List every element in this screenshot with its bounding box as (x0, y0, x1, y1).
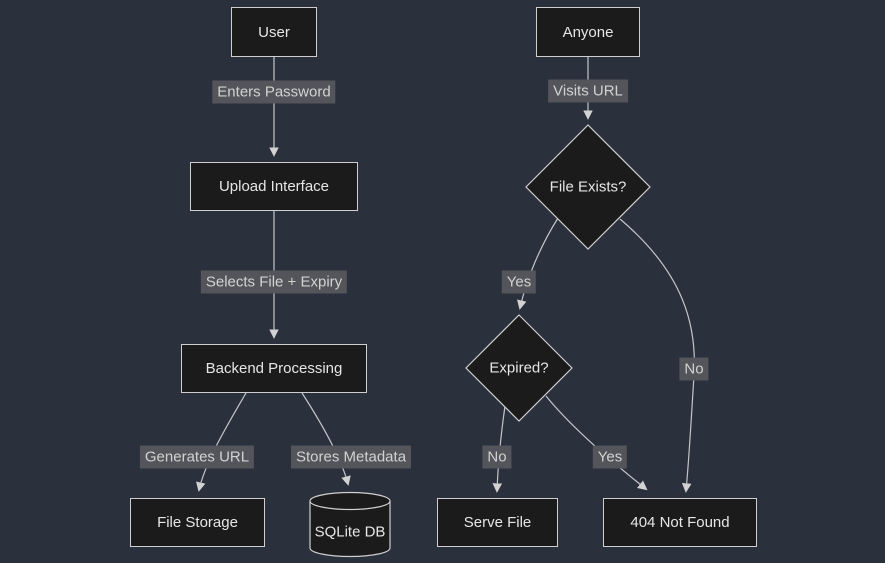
edge-label-expired-yes: Yes (592, 445, 628, 469)
edge-label-selects-file-expiry: Selects File + Expiry (200, 270, 348, 294)
node-upload-interface: Upload Interface (190, 162, 358, 211)
node-anyone: Anyone (536, 7, 640, 57)
cylinder-sqlite-db-top (309, 491, 391, 511)
cylinder-label-sqlite-db: SQLite DB (314, 523, 386, 541)
edge-label-generates-url: Generates URL (139, 445, 255, 469)
edge-backend-to-sqlite (301, 392, 351, 486)
diamond-label-expired: Expired? (489, 359, 549, 377)
diamond-file-exists (525, 124, 651, 250)
node-404-not-found: 404 Not Found (603, 498, 757, 547)
edge-label-file-exists-no: No (679, 357, 709, 381)
edge-backend-to-filestorage (196, 392, 247, 492)
edge-label-expired-no: No (482, 445, 512, 469)
cylinder-sqlite-db (309, 501, 391, 558)
node-backend-processing: Backend Processing (181, 344, 367, 393)
edge-fileexists-yes-to-expired (517, 217, 559, 310)
node-file-storage: File Storage (130, 498, 265, 547)
edge-label-visits-url: Visits URL (548, 79, 628, 103)
node-serve-file: Serve File (437, 498, 558, 547)
edge-fileexists-no-to-notfound (619, 218, 695, 493)
edge-label-enters-password: Enters Password (212, 80, 336, 104)
diamond-label-file-exists: File Exists? (549, 178, 627, 196)
edge-expired-yes-to-notfound (545, 395, 648, 491)
edge-label-file-exists-yes: Yes (501, 270, 537, 294)
edge-label-stores-metadata: Stores Metadata (290, 445, 412, 469)
node-user: User (231, 7, 317, 57)
diamond-expired (465, 314, 573, 422)
